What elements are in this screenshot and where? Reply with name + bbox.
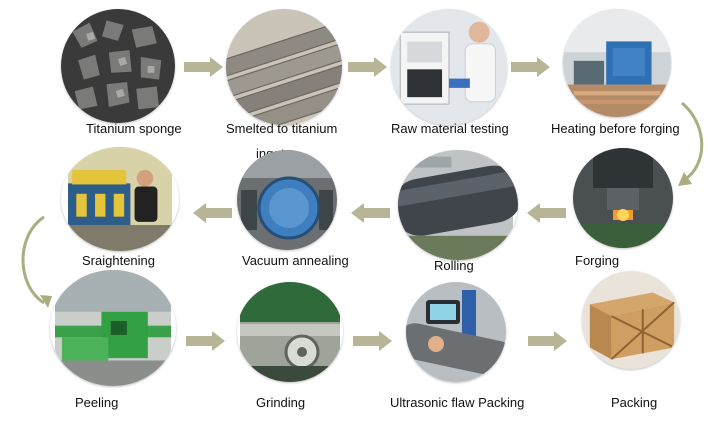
step-label: Peeling <box>75 395 119 410</box>
step-label: Titanium sponge <box>86 121 182 136</box>
step-label: Smelted to titanium <box>226 121 338 136</box>
arrow-left-icon <box>527 203 566 223</box>
step-label: Vacuum annealing <box>242 253 349 268</box>
curved-arrow-down-icon <box>21 215 52 308</box>
packing-crate-photo <box>582 271 680 369</box>
raw-material-testing-photo <box>391 9 507 125</box>
rolling-photo <box>398 150 518 260</box>
step-label: Grinding <box>256 395 306 410</box>
step-label: Rolling <box>434 258 474 273</box>
heating-furnace-photo <box>563 9 671 117</box>
curved-arrow-down-icon <box>678 101 704 186</box>
ultrasonic-testing-photo <box>406 282 506 382</box>
arrow-right-icon <box>186 331 225 351</box>
arrow-right-icon <box>348 57 387 77</box>
arrow-left-icon <box>351 203 390 223</box>
step-label: Heating before forging <box>551 121 680 136</box>
step-label: Forging <box>575 253 620 268</box>
arrow-right-icon <box>511 57 550 77</box>
grinding-photo <box>237 282 343 382</box>
step-label: Ultrasonic flaw Packing <box>390 395 525 410</box>
arrow-left-icon <box>193 203 232 223</box>
forging-photo <box>573 148 673 248</box>
arrow-right-icon <box>184 57 223 77</box>
titanium-sponge-photo <box>61 9 175 123</box>
titanium-ingot-photo <box>226 9 342 125</box>
arrow-right-icon <box>528 331 567 351</box>
arrow-right-icon <box>353 331 392 351</box>
step-label: Sraightening <box>82 253 155 268</box>
straightening-photo <box>61 147 179 251</box>
vacuum-annealing-photo <box>237 150 337 250</box>
step-label: Packing <box>611 395 658 410</box>
step-label: Raw material testing <box>391 121 509 136</box>
peeling-photo <box>50 270 176 386</box>
